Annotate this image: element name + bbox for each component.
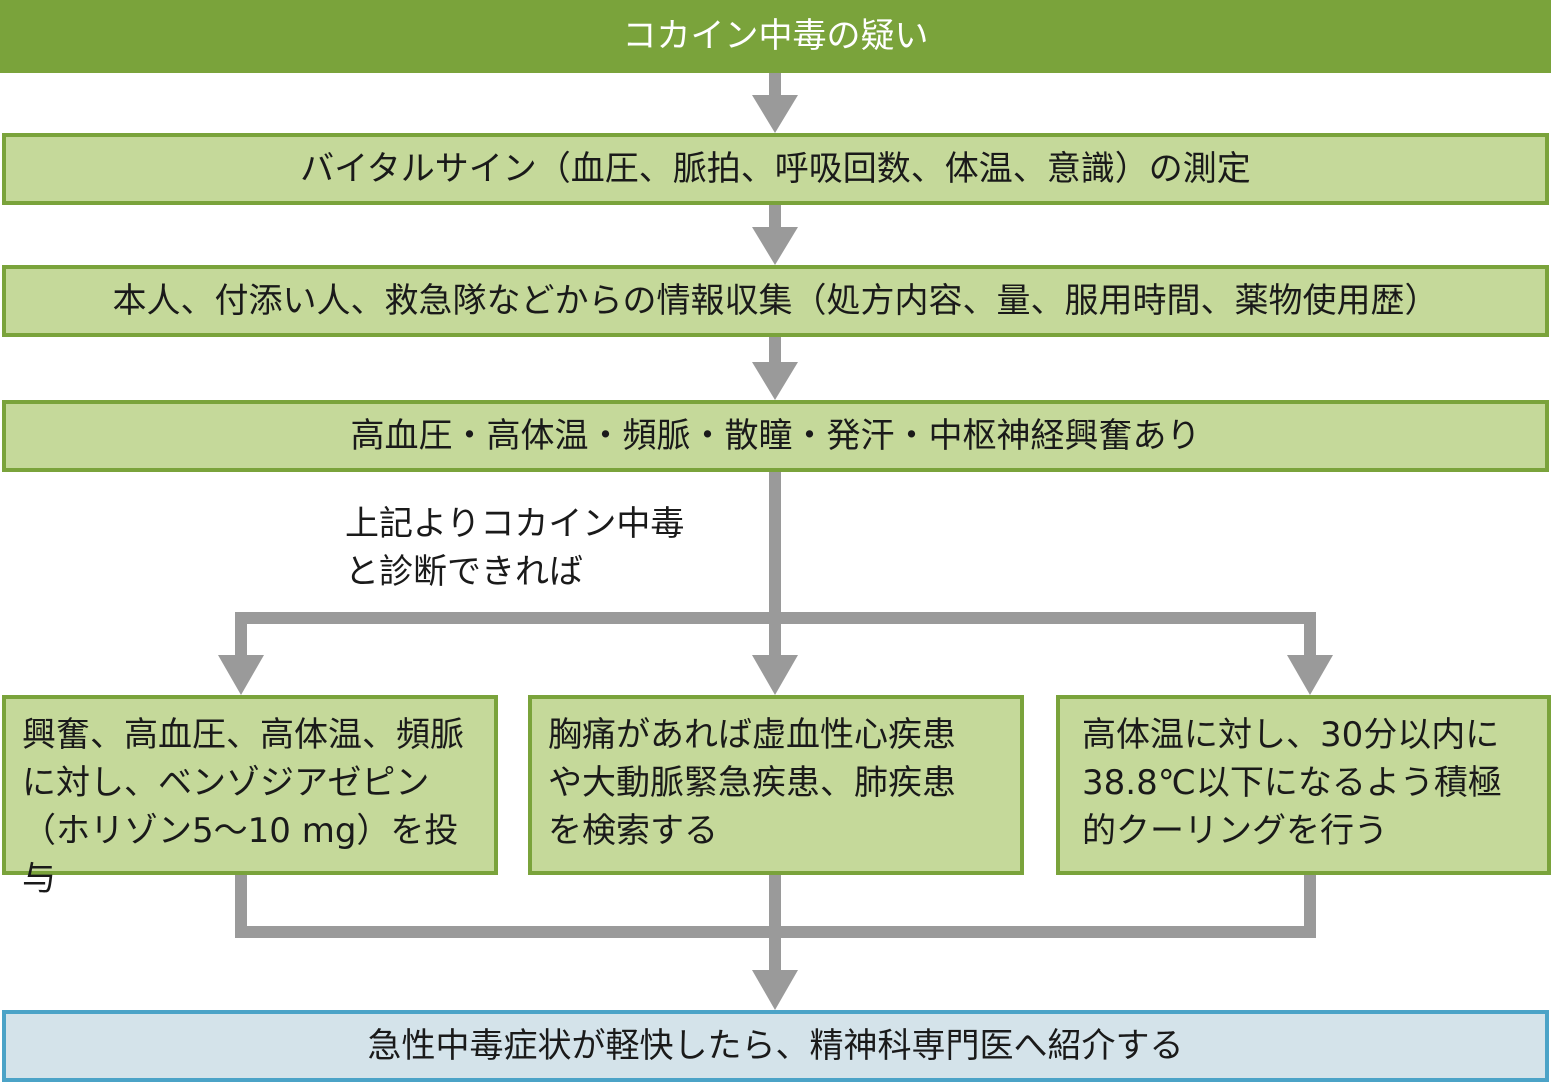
arrowhead-branch2 <box>752 655 798 695</box>
step-vital-signs: バイタルサイン（血圧、脈拍、呼吸回数、体温、意識）の測定 <box>2 133 1549 205</box>
header-box: コカイン中毒の疑い <box>0 0 1551 73</box>
arrowhead-step2 <box>752 227 798 265</box>
arrowhead-step3 <box>752 362 798 400</box>
branch-line: 興奮、高血圧、高体温、頻脈 <box>22 715 464 755</box>
arrowhead-branch1 <box>218 655 264 695</box>
header-text: コカイン中毒の疑い <box>622 16 929 57</box>
arrowhead-step1 <box>752 95 798 133</box>
step-information-gathering: 本人、付添い人、救急隊などからの情報収集（処方内容、量、服用時間、薬物使用歴） <box>2 265 1549 337</box>
final-referral-box: 急性中毒症状が軽快したら、精神科専門医へ紹介する <box>2 1010 1549 1082</box>
diagnosis-note: 上記よりコカイン中毒 と診断できれば <box>345 500 684 596</box>
final-referral-text: 急性中毒症状が軽快したら、精神科専門医へ紹介する <box>367 1025 1184 1066</box>
step-vital-signs-text: バイタルサイン（血圧、脈拍、呼吸回数、体温、意識）の測定 <box>300 148 1251 189</box>
branch-benzodiazepine: 興奮、高血圧、高体温、頻脈 に対し、ベンゾジアゼピン （ホリゾン5～10 mg）… <box>2 695 498 899</box>
branch-chest-pain: 胸痛があれば虚血性心疾患 や大動脈緊急疾患、肺疾患 を検索する <box>528 695 1024 875</box>
arrowhead-branch3 <box>1287 655 1333 695</box>
branch-line: 高体温に対し、30分以内に <box>1082 715 1500 755</box>
branch-line: や大動脈緊急疾患、肺疾患 <box>548 763 956 803</box>
branch-line: に対し、ベンゾジアゼピン <box>22 763 430 803</box>
branch-line: を検索する <box>548 811 718 851</box>
branch-line: 的クーリングを行う <box>1082 811 1388 851</box>
branch-cooling: 高体温に対し、30分以内に 38.8℃以下になるよう積極 的クーリングを行う <box>1056 695 1551 875</box>
branch-line: （ホリゾン5～10 mg）を投与 <box>22 811 459 899</box>
step-symptoms: 高血圧・高体温・頻脈・散瞳・発汗・中枢神経興奮あり <box>2 400 1549 472</box>
step-information-gathering-text: 本人、付添い人、救急隊などからの情報収集（処方内容、量、服用時間、薬物使用歴） <box>112 280 1439 321</box>
branch-line: 胸痛があれば虚血性心疾患 <box>548 715 956 755</box>
diagnosis-note-line: 上記よりコカイン中毒 <box>345 504 685 544</box>
diagnosis-note-line: と診断できれば <box>345 552 583 592</box>
arrowhead-final <box>752 970 798 1010</box>
branch-line: 38.8℃以下になるよう積極 <box>1082 763 1502 803</box>
step-symptoms-text: 高血圧・高体温・頻脈・散瞳・発汗・中枢神経興奮あり <box>350 415 1201 456</box>
